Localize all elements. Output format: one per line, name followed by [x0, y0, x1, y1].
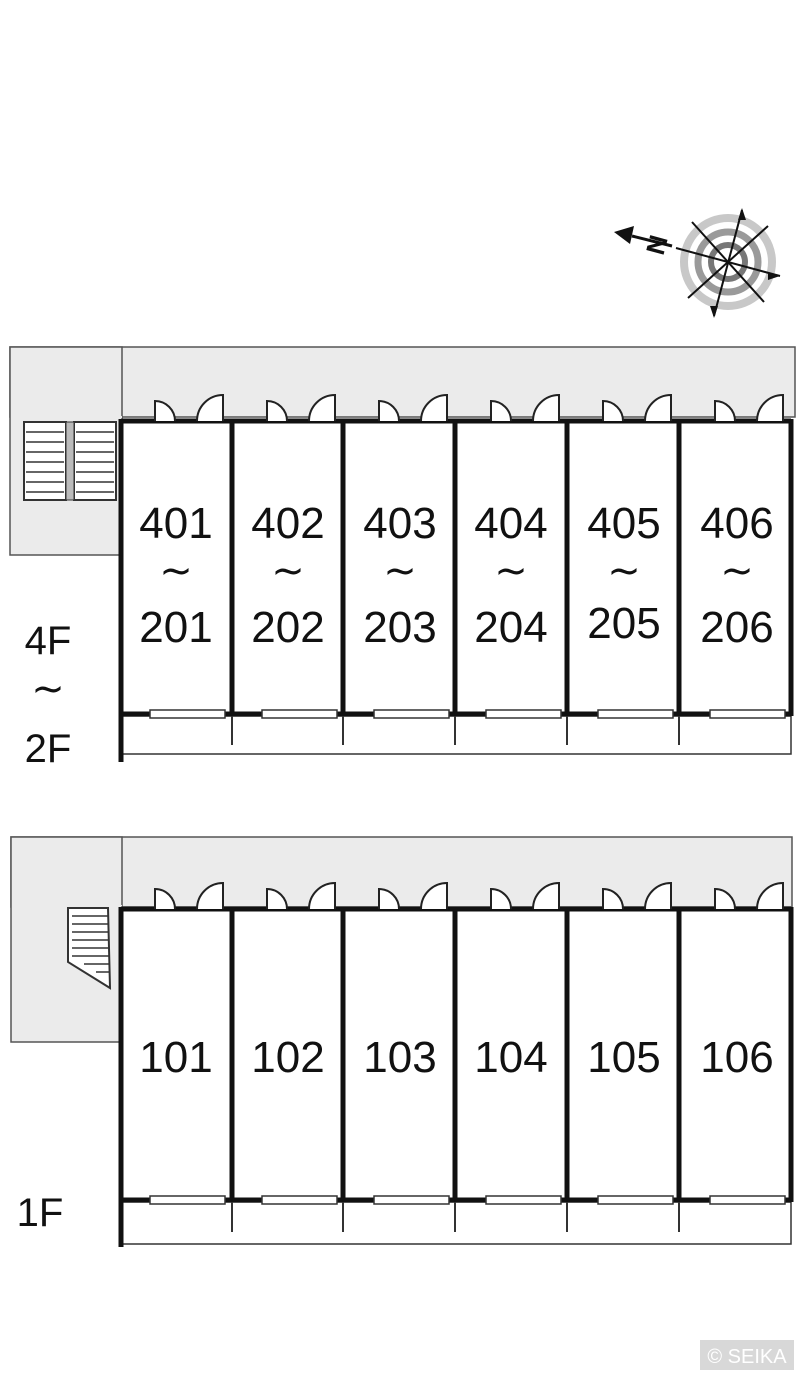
floor-range-sep: ~ — [31, 666, 65, 712]
upper-unit: 402 ~ 202 — [251, 499, 324, 652]
stairs-icon — [67, 907, 112, 990]
upper-unit: 404 ~ 204 — [474, 499, 547, 652]
floor-label-bottom: 2F — [25, 727, 72, 771]
unit-range-sep: ~ — [720, 548, 754, 594]
unit-range-sep: ~ — [271, 548, 305, 594]
unit-label-bottom: 202 — [251, 603, 324, 652]
upper-unit: 403 ~ 203 — [363, 499, 436, 652]
unit-label: 105 — [587, 1033, 660, 1082]
unit-range-sep: ~ — [159, 548, 193, 594]
upper-unit: 405 ~ 205 — [587, 499, 660, 648]
unit-label: 102 — [251, 1033, 324, 1082]
unit-label-bottom: 204 — [474, 603, 547, 652]
copyright-text: © SEIKA — [707, 1346, 787, 1368]
unit-label-top: 402 — [251, 499, 324, 548]
floor-label: 1F — [17, 1191, 64, 1235]
unit-label-top: 401 — [139, 499, 212, 548]
unit-label: 104 — [474, 1033, 547, 1082]
unit-label: 106 — [700, 1033, 773, 1082]
unit-label-bottom: 206 — [700, 603, 773, 652]
unit-label-bottom: 203 — [363, 603, 436, 652]
unit-label-top: 404 — [474, 499, 547, 548]
ground-floor-plan: 101 102 103 104 105 106 1F — [10, 836, 794, 1247]
upper-unit: 401 ~ 201 — [139, 499, 212, 652]
compass-icon: N — [614, 208, 781, 318]
unit-label-top: 403 — [363, 499, 436, 548]
unit-label: 103 — [363, 1033, 436, 1082]
floor-label-top: 4F — [25, 619, 72, 663]
stairs-icon — [23, 421, 117, 501]
upper-floor-plan: 401 ~ 201 402 ~ 202 403 ~ 203 404 ~ 204 … — [9, 346, 796, 771]
unit-range-sep: ~ — [494, 548, 528, 594]
unit-label-bottom: 205 — [587, 599, 660, 648]
unit-range-sep: ~ — [383, 548, 417, 594]
compass-north-label: N — [640, 232, 674, 258]
unit-range-sep: ~ — [607, 548, 641, 594]
unit-label: 101 — [139, 1033, 212, 1082]
unit-label-top: 405 — [587, 499, 660, 548]
upper-unit: 406 ~ 206 — [700, 499, 773, 652]
unit-label-top: 406 — [700, 499, 773, 548]
copyright-badge: © SEIKA — [700, 1340, 794, 1370]
unit-label-bottom: 201 — [139, 603, 212, 652]
